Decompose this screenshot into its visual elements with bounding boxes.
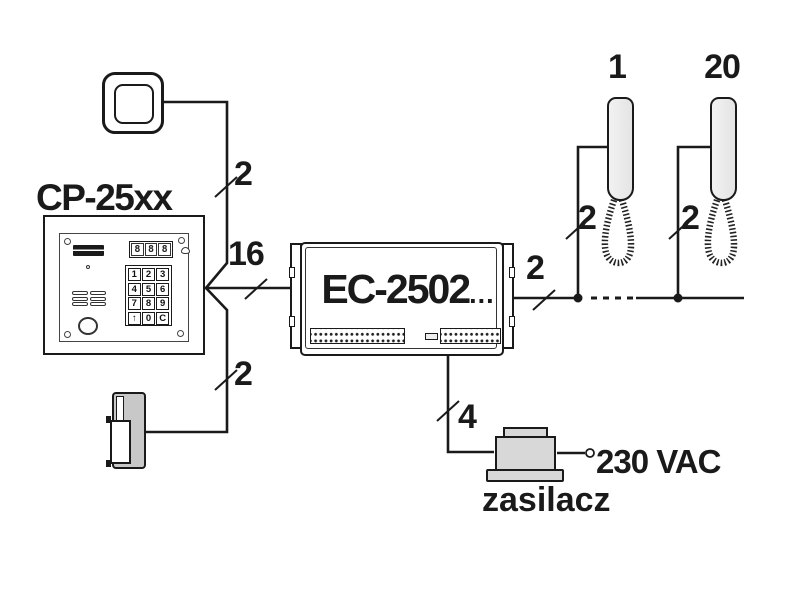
controller-name: EC-2502 xyxy=(321,266,471,312)
wire-count-power: 4 xyxy=(458,398,477,436)
wire-count-slash-panel-bus xyxy=(244,278,268,300)
screw-icon xyxy=(64,238,71,245)
bus-junction-dot-first xyxy=(573,293,583,303)
din-notch xyxy=(289,267,295,278)
keypad-key-6: 6 xyxy=(156,282,169,296)
handset-last-icon xyxy=(710,97,737,201)
wire-power xyxy=(446,356,494,454)
screw-icon xyxy=(178,237,185,244)
wire-door-strike xyxy=(146,287,229,434)
wire-doorbell xyxy=(164,100,229,289)
jumper-icon xyxy=(425,333,438,340)
keypad-key-4: 4 xyxy=(128,282,141,296)
handset-first-icon xyxy=(607,97,634,201)
keypad-key-0: 0 xyxy=(142,311,155,325)
screw-icon xyxy=(64,331,71,338)
keypad-key-c: C xyxy=(156,311,169,325)
wire-count-panel-bus: 16 xyxy=(228,235,265,273)
handset-first-cord-icon xyxy=(601,198,635,267)
controller-name-suffix: ... xyxy=(469,279,495,309)
panel-display: 8 8 8 xyxy=(129,241,173,258)
speaker-slat xyxy=(89,296,106,301)
call-button-icon xyxy=(78,317,98,335)
mains-voltage-label: 230 VAC xyxy=(596,443,721,480)
screw-icon xyxy=(177,330,184,337)
power-supply-base xyxy=(486,469,564,482)
panel-title: CP-25xx xyxy=(36,177,173,218)
keypad-key-2: 2 xyxy=(142,268,155,281)
brand-logo xyxy=(73,245,104,256)
wire-count-slash-handset-first xyxy=(565,218,589,240)
door-strike-keeper xyxy=(110,420,131,464)
terminal-block-right xyxy=(440,328,501,344)
doorbell-button-icon xyxy=(102,72,164,134)
din-notch xyxy=(289,316,295,327)
display-digit: 8 xyxy=(158,243,172,256)
wire-count-slash-handset-bus xyxy=(532,289,556,311)
speaker-slat xyxy=(72,291,89,295)
handset-first-number: 1 xyxy=(608,48,627,86)
bell-icon xyxy=(181,247,190,254)
microphone-hole-icon xyxy=(86,265,90,269)
terminal-block-left xyxy=(310,328,405,344)
controller-cover: EC-2502... xyxy=(305,247,501,349)
din-notch xyxy=(509,267,515,278)
wire-count-doorbell: 2 xyxy=(234,155,253,193)
power-supply-label: zasilacz xyxy=(482,481,611,519)
wire-count-slash-power xyxy=(436,400,460,422)
mains-terminal-icon xyxy=(585,448,595,458)
wire-count-door-strike: 2 xyxy=(234,355,253,393)
keypad-key-1: 1 xyxy=(128,268,141,281)
handset-last-number: 20 xyxy=(704,48,741,86)
handset-last-cord-icon xyxy=(704,198,738,267)
speaker-slat xyxy=(72,302,89,306)
display-digit: 8 xyxy=(144,243,158,256)
wire-count-handset-first: 2 xyxy=(578,199,597,237)
keypad-key-5: 5 xyxy=(142,282,155,296)
keypad-key-key-icon: ↑ xyxy=(128,311,141,325)
controller-unit: EC-2502... xyxy=(300,242,504,356)
wire-count-slash-doorbell xyxy=(214,176,238,198)
speaker-slat xyxy=(89,302,106,306)
door-strike-lug xyxy=(106,416,111,423)
wire-count-slash-handset-last xyxy=(668,218,692,240)
speaker-slat xyxy=(89,291,106,295)
power-supply-body xyxy=(495,436,556,471)
wire-handset-last-drop xyxy=(676,145,710,298)
doorbell-button-face xyxy=(114,84,154,124)
speaker-grille-icon xyxy=(72,291,106,306)
keypad: 1 2 3 4 5 6 7 8 9 ↑ 0 C xyxy=(125,265,172,326)
din-notch xyxy=(509,316,515,327)
controller-label: EC-2502... xyxy=(306,266,496,313)
door-strike-lug xyxy=(106,460,111,467)
speaker-slat xyxy=(72,296,89,301)
display-digit: 8 xyxy=(131,243,144,256)
din-clip-right-icon xyxy=(502,243,515,349)
wire-count-handset-last: 2 xyxy=(681,199,700,237)
bus-junction-dot-last xyxy=(673,293,683,303)
keypad-key-7: 7 xyxy=(128,297,141,310)
keypad-key-8: 8 xyxy=(142,297,155,310)
entry-panel-faceplate: 8 8 8 1 2 3 4 5 6 7 8 xyxy=(59,233,190,342)
entry-panel: 8 8 8 1 2 3 4 5 6 7 8 xyxy=(43,215,205,355)
wire-handset-first-drop xyxy=(576,145,607,298)
wire-count-handset-bus: 2 xyxy=(526,249,545,287)
keypad-key-3: 3 xyxy=(156,268,169,281)
wire-count-slash-door-strike xyxy=(214,369,238,391)
keypad-key-9: 9 xyxy=(156,297,169,310)
